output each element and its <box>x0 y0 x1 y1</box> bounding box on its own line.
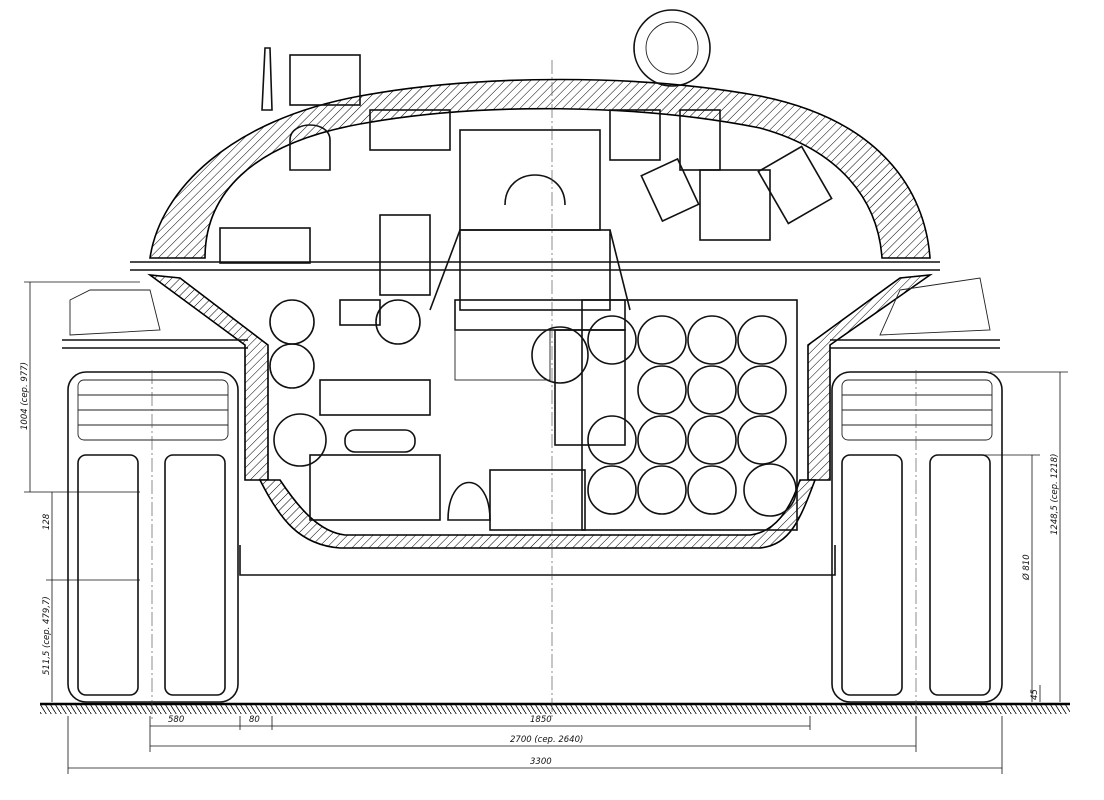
turret <box>130 9 940 271</box>
dim-ground-clearance: 1248,5 (cep. 1218) <box>1050 454 1060 535</box>
left-track <box>67 370 239 720</box>
dim-hull-width: 1850 <box>530 715 552 725</box>
dim-track-width: 580 <box>168 715 184 725</box>
dimension-labels: 580 80 1850 2700 (cep. 2640) 3300 1004 (… <box>20 362 1060 767</box>
dim-height-lower: 128 <box>42 513 52 530</box>
dim-track-centers: 2700 (cep. 2640) <box>510 735 583 745</box>
right-track <box>831 370 1003 720</box>
gun-breech <box>429 60 631 720</box>
dim-overall-width: 3300 <box>530 757 552 767</box>
hull <box>147 273 933 576</box>
ground <box>40 702 1070 714</box>
ammunition-rack <box>581 299 798 531</box>
dim-wheel-diameter: Ø 810 <box>1021 554 1032 581</box>
dim-track-gap: 80 <box>249 715 260 725</box>
fenders <box>62 277 1000 349</box>
dim-height-hull: 1004 (cep. 977) <box>20 362 30 430</box>
dim-height-track: 511,5 (cep. 479,7) <box>42 596 52 675</box>
dim-clearance-small: 45 <box>1030 689 1040 700</box>
left-equipment <box>219 109 833 531</box>
dimension-lines <box>24 281 1068 774</box>
